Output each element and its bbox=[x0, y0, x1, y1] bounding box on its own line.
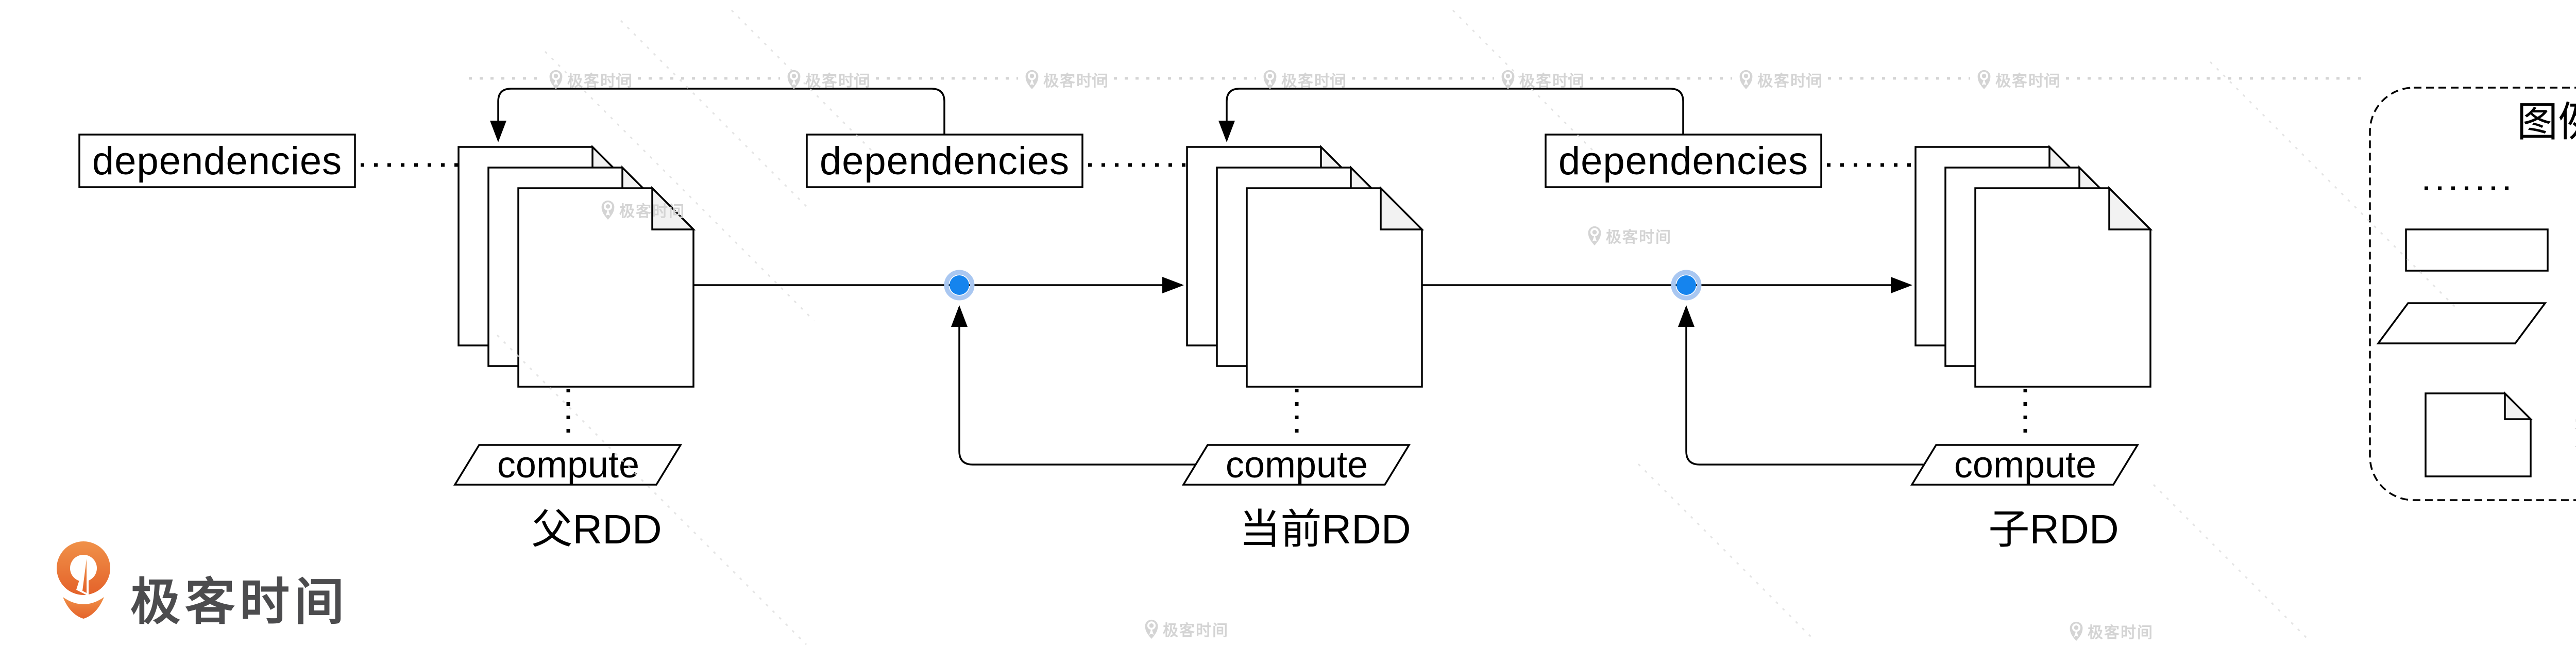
legend-rectangle-symbol bbox=[2405, 228, 2549, 272]
dependencies-box-child bbox=[1545, 134, 1822, 188]
watermark-text: 极客时间 bbox=[1281, 73, 1347, 90]
data-partition-page bbox=[1246, 187, 1423, 388]
watermark-text: 极客时间 bbox=[619, 203, 685, 220]
geektime-pin-icon bbox=[1263, 70, 1277, 90]
geektime-logo bbox=[57, 541, 110, 619]
compute-label-current: compute bbox=[1225, 444, 1368, 486]
watermark: 极客时间 bbox=[1587, 224, 1672, 247]
watermark: 极客时间 bbox=[1262, 68, 1347, 91]
dependencies-label-parent: dependencies bbox=[92, 139, 343, 183]
watermark: 极客时间 bbox=[1024, 68, 1109, 91]
compute-parallelogram-parent bbox=[453, 444, 683, 486]
legend-parallelogram-symbol bbox=[2376, 302, 2547, 344]
watermark-text: 极客时间 bbox=[805, 73, 871, 90]
geektime-pin-icon bbox=[2070, 621, 2083, 641]
rdd-title-child: 子RDD bbox=[1988, 506, 2119, 552]
watermark-text: 极客时间 bbox=[2088, 624, 2154, 641]
compute-parallelogram-child bbox=[1910, 444, 2140, 486]
geektime-pin-icon bbox=[1588, 226, 1601, 246]
watermark-text: 极客时间 bbox=[1519, 73, 1585, 90]
geektime-pin-icon bbox=[1145, 619, 1158, 639]
page-fold-icon bbox=[1380, 186, 1425, 230]
dependencies-label-child: dependencies bbox=[1558, 139, 1809, 183]
page-fold-icon bbox=[651, 186, 696, 230]
watermark-diagonal-lines bbox=[496, 9, 2459, 645]
arrow-child-dependencies-to-current-stack bbox=[1218, 88, 1684, 142]
watermark-text: 极客时间 bbox=[1163, 622, 1229, 639]
geektime-pin-icon bbox=[1025, 70, 1039, 90]
geektime-pin-icon bbox=[549, 70, 563, 90]
legend-box bbox=[2369, 87, 2576, 501]
legend-title: 图例 bbox=[2517, 99, 2576, 145]
junction-dot-current-child bbox=[1676, 275, 1696, 295]
rdd-stack-current bbox=[1186, 144, 1425, 388]
watermark: 极客时间 bbox=[548, 68, 633, 91]
dependencies-box-current bbox=[806, 134, 1083, 188]
compute-label-parent: compute bbox=[497, 444, 640, 486]
watermark: 极客时间 bbox=[786, 68, 871, 91]
page-fold-icon bbox=[2108, 186, 2153, 230]
arrow-current-dependencies-to-parent-stack bbox=[490, 88, 945, 142]
junction-dot-parent-current bbox=[950, 275, 969, 295]
compute-parallelogram-current bbox=[1181, 444, 1411, 486]
arrow-current-compute-to-junction bbox=[951, 305, 1195, 466]
geektime-logo-text: 极客时间 bbox=[130, 574, 349, 630]
geektime-pin-icon bbox=[1977, 70, 1991, 90]
watermark-text: 极客时间 bbox=[1995, 73, 2061, 90]
geektime-pin-icon bbox=[1739, 70, 1753, 90]
legend-border bbox=[2369, 87, 2576, 501]
dependencies-label-current: dependencies bbox=[819, 139, 1070, 183]
geektime-logo-icon bbox=[57, 541, 110, 619]
watermark-text: 极客时间 bbox=[567, 73, 633, 90]
data-partition-page bbox=[517, 187, 694, 388]
rdd-stack-child bbox=[1914, 144, 2153, 388]
watermark: 极客时间 bbox=[2069, 620, 2154, 642]
geektime-pin-icon bbox=[601, 200, 615, 220]
rdd-title-current: 当前RDD bbox=[1239, 506, 1411, 552]
legend-label-data-partition: 数据分片 bbox=[2567, 407, 2576, 454]
watermark: 极客时间 bbox=[600, 199, 685, 221]
watermark: 极客时间 bbox=[1738, 68, 1823, 91]
junction-dot-halo bbox=[944, 270, 975, 301]
compute-label-child: compute bbox=[1954, 444, 2097, 486]
rdd-title-parent: 父RDD bbox=[531, 506, 662, 552]
rdd-stack-parent bbox=[457, 144, 696, 388]
dependencies-box-parent bbox=[78, 134, 356, 188]
geektime-pin-icon bbox=[1501, 70, 1515, 90]
junction-dot-halo bbox=[1671, 270, 1702, 301]
geektime-pin-icon bbox=[787, 70, 801, 90]
data-partition-page bbox=[1974, 187, 2151, 388]
watermark-text: 极客时间 bbox=[1606, 229, 1672, 246]
watermark-text: 极客时间 bbox=[1043, 73, 1109, 90]
page-fold-icon bbox=[2504, 391, 2533, 420]
watermark-text: 极客时间 bbox=[1757, 73, 1823, 90]
watermark: 极客时间 bbox=[1976, 68, 2061, 91]
watermark: 极客时间 bbox=[1144, 618, 1229, 640]
watermark: 极客时间 bbox=[1500, 68, 1585, 91]
arrow-child-compute-to-junction bbox=[1678, 305, 1924, 466]
